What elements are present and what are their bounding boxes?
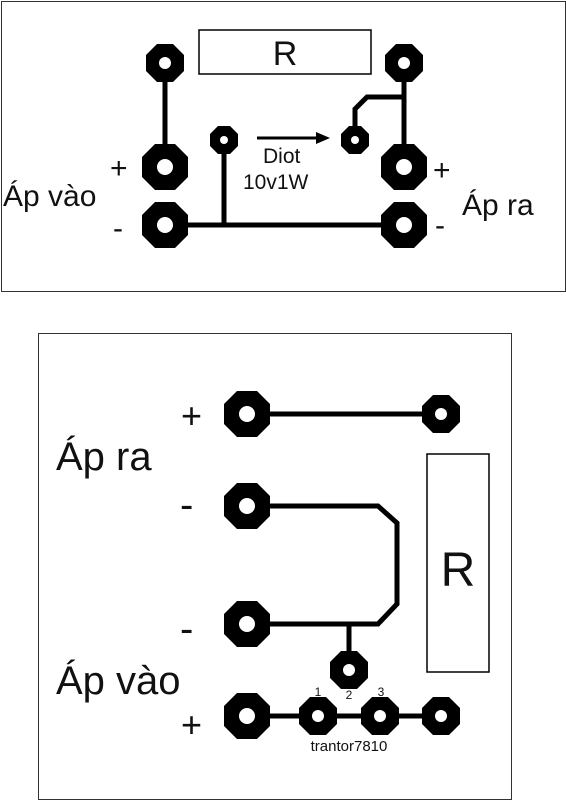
pad-transistor-pin2 [330, 651, 368, 689]
input-label: Áp vào [3, 180, 96, 213]
diode-rating: 10v1W [243, 171, 309, 194]
output-label: Áp ra [462, 189, 534, 222]
pad [422, 395, 460, 433]
resistor-label: R [273, 35, 298, 73]
pin1-label: 1 [315, 685, 322, 699]
pad [385, 44, 423, 82]
pad-output-plus [224, 391, 270, 437]
pin3-label: 3 [378, 685, 385, 699]
pad [146, 44, 184, 82]
resistor-label: R [441, 544, 476, 597]
pin2-label: 2 [346, 688, 353, 702]
pad-input-plus [224, 693, 270, 739]
pad [422, 697, 460, 735]
output-plus-sign: + [433, 154, 451, 187]
transistor-label: trantor7810 [311, 738, 388, 755]
output-minus-sign: - [180, 483, 193, 527]
input-plus-sign: + [181, 704, 202, 745]
input-minus-sign: - [180, 607, 193, 651]
pad-output-minus [381, 202, 427, 248]
diode-arrow [257, 132, 330, 144]
pad-input-minus [142, 202, 188, 248]
pad-output-minus [224, 483, 270, 529]
pad-diode-cathode [341, 126, 369, 154]
input-plus-sign: + [110, 152, 128, 185]
bottom-board-pads [224, 391, 460, 739]
pad-transistor-pin3 [361, 697, 399, 735]
pad-input-minus [224, 601, 270, 647]
output-label: Áp ra [56, 434, 152, 479]
pad-transistor-pin1 [299, 697, 337, 735]
diode-label: Diot [263, 145, 301, 168]
resistor-outline [426, 453, 490, 673]
input-label: Áp vào [56, 658, 181, 703]
output-minus-sign: - [435, 209, 445, 242]
pad-output-plus [381, 144, 427, 190]
pad-diode-anode [210, 126, 238, 154]
pad-input-plus [142, 144, 188, 190]
output-plus-sign: + [181, 395, 202, 436]
input-minus-sign: - [113, 212, 123, 245]
resistor-outline [198, 29, 372, 75]
